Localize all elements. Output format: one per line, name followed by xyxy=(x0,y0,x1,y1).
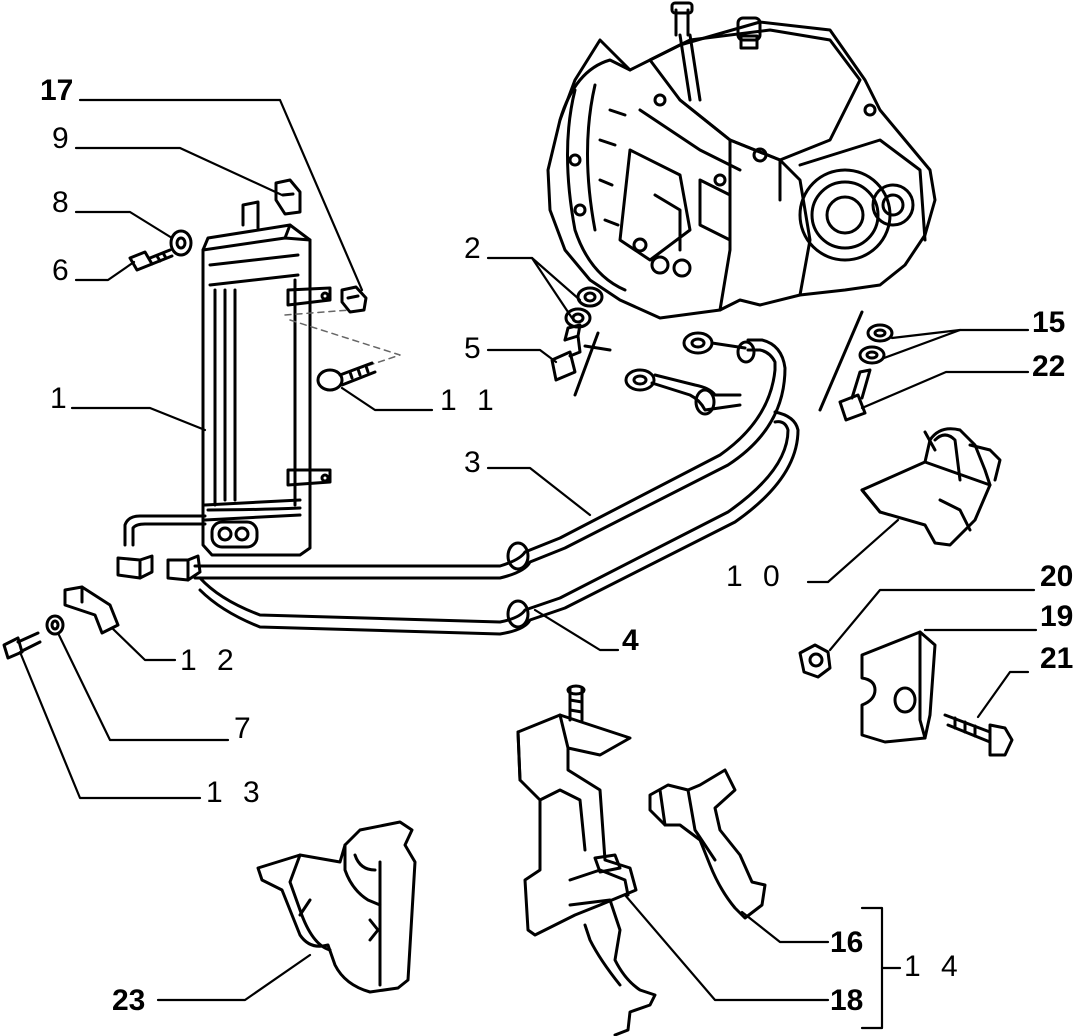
gearbox-housing xyxy=(546,1,937,320)
callout-4: 4 xyxy=(622,624,639,657)
washer xyxy=(45,614,65,636)
callout-20: 20 xyxy=(1040,560,1074,593)
oil-cooler xyxy=(201,200,332,557)
callout-17: 17 xyxy=(40,74,74,107)
callout-23: 23 xyxy=(112,984,146,1017)
callout-7: 7 xyxy=(234,712,251,745)
callout-13: 1 3 xyxy=(206,776,266,809)
leader-lines xyxy=(18,98,1038,1030)
callout-3: 3 xyxy=(464,446,481,479)
callout-8: 8 xyxy=(52,186,69,219)
pipe-clamp xyxy=(648,768,767,920)
pipe-bracket xyxy=(860,427,1002,547)
mounting-bracket xyxy=(516,684,657,1036)
callout-21: 21 xyxy=(1040,642,1074,675)
copper-washer xyxy=(858,323,894,365)
bolt xyxy=(128,248,174,272)
callout-18: 18 xyxy=(830,984,864,1017)
callout-9: 9 xyxy=(52,122,69,155)
banjo-bolt xyxy=(838,368,872,422)
callout-14: 1 4 xyxy=(904,950,964,983)
bolt xyxy=(2,631,42,660)
clip xyxy=(274,178,302,216)
callout-6: 6 xyxy=(52,254,69,287)
oil-pipes xyxy=(116,331,800,636)
callout-10: 1 0 xyxy=(726,560,786,593)
bolt xyxy=(943,713,1014,757)
construction-lines xyxy=(284,309,401,376)
callout-5: 5 xyxy=(464,332,481,365)
callout-11: 1 1 xyxy=(440,384,500,417)
small-clip xyxy=(63,585,120,635)
section-break-marks xyxy=(573,310,864,412)
callout-19: 19 xyxy=(1040,600,1074,633)
double-clamp xyxy=(256,820,417,994)
clamp-plate xyxy=(860,630,937,744)
nut xyxy=(798,643,832,679)
washer xyxy=(169,229,193,257)
callout-16: 16 xyxy=(830,926,864,959)
clip xyxy=(340,285,368,314)
callout-12: 1 2 xyxy=(180,644,240,677)
callout-1: 1 xyxy=(50,382,67,415)
callout-2: 2 xyxy=(464,232,481,265)
banjo-bolt xyxy=(550,323,582,382)
callout-22: 22 xyxy=(1032,350,1066,383)
screw xyxy=(316,361,377,392)
callout-15: 15 xyxy=(1032,306,1066,339)
